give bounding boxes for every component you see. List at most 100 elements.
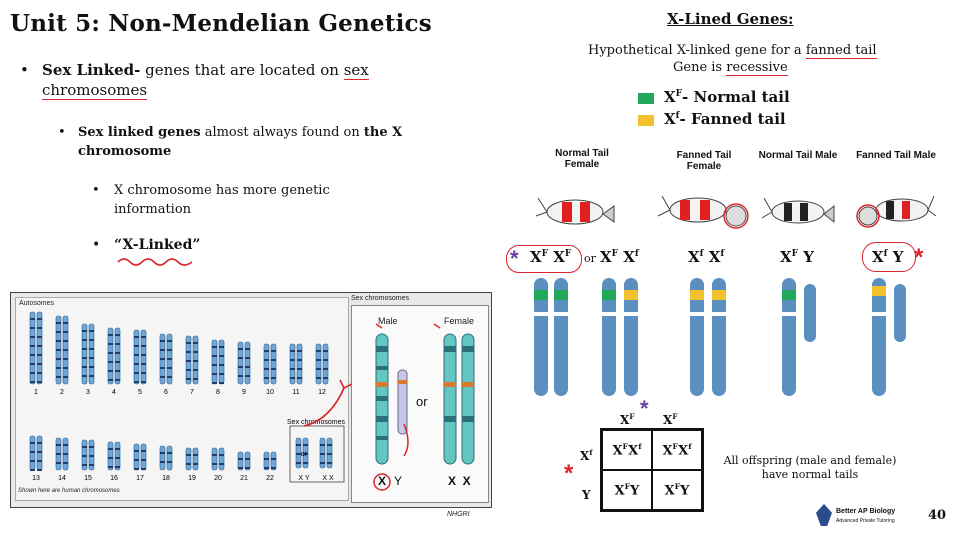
slide-title: Unit 5: Non-Mendelian Genetics xyxy=(10,10,432,37)
legend-normal-text: - Normal tail xyxy=(682,88,790,106)
karyotype-chromosome xyxy=(315,343,322,385)
chromosome-number: 15 xyxy=(84,475,92,482)
purple-star-punnett-icon: * xyxy=(640,396,649,421)
karyotype-chromosome xyxy=(192,447,199,471)
punnett-top-2: XF xyxy=(663,412,678,427)
punnett-left-2: Y xyxy=(582,488,591,502)
karyotype-chromosome xyxy=(36,311,43,385)
legend-normal: XF- Normal tail xyxy=(638,88,790,106)
purple-star-icon: * xyxy=(510,246,519,271)
x-linked-heading: X-Lined Genes: xyxy=(667,10,794,28)
or-label: or xyxy=(584,252,596,265)
karyotype-chromosome xyxy=(185,447,192,471)
sex-chromosome-mini-box xyxy=(289,425,345,483)
xy-label: X Y xyxy=(298,475,309,482)
bullet-1-text: genes that are located on xyxy=(140,61,344,79)
karyotype-chromosome xyxy=(244,451,251,471)
bullet-3-text: X chromosome has more genetic informatio… xyxy=(114,183,330,217)
punnett-square: XFXf XFXf XFY XFY xyxy=(600,428,704,512)
or-small-label: or xyxy=(301,451,308,458)
red-star-punnett-icon: * xyxy=(564,460,574,487)
karyotype-chromosome xyxy=(29,311,36,385)
chromosome-number: 8 xyxy=(216,389,220,396)
karyotype-chromosome xyxy=(133,329,140,385)
punnett-cell-2: XFXf xyxy=(651,428,704,471)
red-star-icon: * xyxy=(914,244,924,271)
karyotype-footer: Shown here are human chromosomes xyxy=(18,488,120,494)
chromosome-number: 1 xyxy=(34,389,38,396)
bullet-2-bold2: the X chromosome xyxy=(78,125,403,159)
bullet-4-text: “X-Linked” xyxy=(114,237,201,253)
green-swatch xyxy=(638,92,654,104)
chromosome-number: 12 xyxy=(318,389,326,396)
bullet-sex-linked: • Sex Linked- genes that are located on … xyxy=(20,61,369,100)
shrimp-fanned-male-icon xyxy=(856,195,937,228)
karyotype-chromosome xyxy=(133,443,140,471)
chromosome-number: 11 xyxy=(292,389,299,396)
karyotype-chromosome xyxy=(270,343,277,385)
female-genotype: X X xyxy=(448,474,471,488)
genotype-fanned-male: Xf Y xyxy=(872,248,904,266)
karyotype-chromosome xyxy=(322,343,329,385)
chromosome-number: 13 xyxy=(32,475,40,482)
bullet-x-linked: • “X-Linked” xyxy=(92,237,201,253)
karyotype-chromosome xyxy=(114,327,121,385)
chromosome-number: 6 xyxy=(164,389,168,396)
punnett-cell-4: XFY xyxy=(651,469,704,512)
sex-chromosomes-small-label: Sex chromosomes xyxy=(287,419,345,426)
chromosome-number: 22 xyxy=(266,475,274,482)
chromosome-centromeres xyxy=(534,312,886,316)
karyotype-chromosome xyxy=(218,447,225,471)
offspring-summary: All offspring (male and female) have nor… xyxy=(723,454,897,481)
circle-annotation-normal-female xyxy=(506,245,582,273)
bullet-x-more-info: • X chromosome has more genetic informat… xyxy=(92,183,330,217)
legend-allele-fanned: f xyxy=(675,111,680,121)
label-normal-male: Normal Tail Male xyxy=(758,150,838,161)
karyotype-chromosome xyxy=(211,447,218,471)
chromosome-number: 9 xyxy=(242,389,246,396)
autosomes-label: Autosomes xyxy=(19,300,55,307)
male-genotype-x: X xyxy=(378,474,387,488)
genotype-fanned-female: Xf Xf xyxy=(688,248,725,266)
description-line-2: Gene is recessive xyxy=(673,60,788,76)
karyotype-chromosome xyxy=(140,443,147,471)
shrimp-fanned-female-icon xyxy=(657,195,749,229)
chromosome-number: 7 xyxy=(190,389,194,396)
desc-recessive: recessive xyxy=(726,60,788,76)
karyotype-chromosome xyxy=(289,343,296,385)
legend-fanned-text: - Fanned tail xyxy=(679,110,786,128)
genotype-normal-female: XF XF xyxy=(530,248,572,266)
chromosome-number: 2 xyxy=(60,389,64,396)
male-label: Male xyxy=(378,316,398,326)
chromosome-number: 21 xyxy=(240,475,248,482)
karyotype-chromosome xyxy=(140,329,147,385)
bullet-2-bold: Sex linked genes xyxy=(78,125,201,140)
desc-text-1: Hypothetical X-linked gene for a xyxy=(588,43,806,58)
chromosome-pairs xyxy=(534,278,906,396)
label-fanned-female: Fanned Tail Female xyxy=(676,150,732,172)
logo-eagle-icon xyxy=(816,504,832,526)
female-label: Female xyxy=(444,316,475,326)
karyotype-chromosome xyxy=(244,341,251,385)
punnett-cell-1: XFXf xyxy=(600,428,653,471)
bullet-sex-linked-genes: • Sex linked genes almost always found o… xyxy=(58,125,403,159)
shrimp-normal-female-icon xyxy=(535,197,615,225)
logo-line-2: Advanced Private Tutoring xyxy=(836,518,895,524)
sex-chromosomes-label: Sex chromosomes xyxy=(351,295,409,302)
xx-label: X X xyxy=(322,475,334,482)
bullet-1-underlined: sex chromosomes xyxy=(42,61,369,100)
karyotype-chromosome xyxy=(263,343,270,385)
description-line-1: Hypothetical X-linked gene for a fanned … xyxy=(588,43,877,59)
chromosome-number: 18 xyxy=(162,475,170,482)
karyotype-chromosome xyxy=(114,441,121,471)
page-number: 40 xyxy=(928,508,947,523)
chromosome-number: 19 xyxy=(188,475,196,482)
karyotype-chromosome xyxy=(107,327,114,385)
chromosome-number: 17 xyxy=(136,475,144,482)
karyotype-chromosome xyxy=(107,441,114,471)
chromosome-number: 14 xyxy=(58,475,66,482)
chromosome-number: 5 xyxy=(138,389,142,396)
